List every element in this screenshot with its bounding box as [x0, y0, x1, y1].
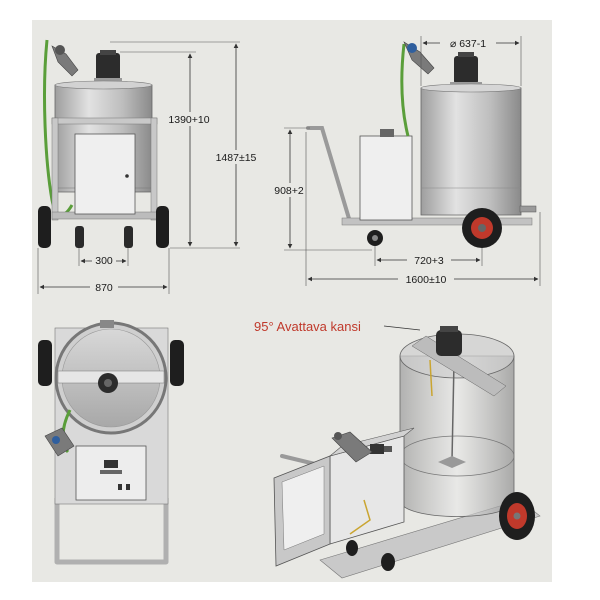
side-view: ⌀ 637-1 908+2 720+3 1600±10: [264, 36, 541, 286]
control-box: [74, 133, 136, 215]
isometric-view: 95° Avattava kansi: [254, 319, 541, 579]
front-view: 1390+10 1487±15 300 870: [37, 39, 267, 294]
dim-front-total-height: 1487±15: [216, 152, 257, 164]
top-view: [38, 320, 184, 565]
lid-annotation: 95° Avattava kansi: [254, 319, 361, 334]
wheel-icon: [38, 340, 184, 386]
control-box: [359, 129, 413, 221]
motor-icon: [450, 52, 482, 88]
cabinet-door: [273, 455, 331, 567]
pump-icon: [331, 431, 373, 463]
motor-icon: [98, 373, 118, 393]
control-panel: [75, 445, 147, 501]
dim-front-wheel-spacing: 300: [95, 255, 113, 267]
wheel-icon: [346, 492, 535, 571]
dim-side-diameter: ⌀ 637-1: [450, 38, 486, 50]
wheel-icon: [38, 206, 169, 248]
pump-icon: [51, 45, 79, 77]
dim-front-top-height: 1390+10: [168, 114, 209, 126]
dim-side-length: 1600±10: [406, 274, 447, 286]
dim-front-width: 870: [95, 282, 113, 294]
motor-icon: [94, 50, 122, 84]
dim-side-handle-height: 908+2: [274, 185, 304, 197]
tank: [420, 87, 522, 216]
motor-icon: [436, 326, 462, 356]
hose: [400, 43, 410, 137]
pump-icon: [403, 41, 435, 75]
wheel-icon: [367, 208, 502, 248]
dim-side-axle-distance: 720+3: [414, 255, 444, 267]
pump-icon: [44, 427, 75, 457]
